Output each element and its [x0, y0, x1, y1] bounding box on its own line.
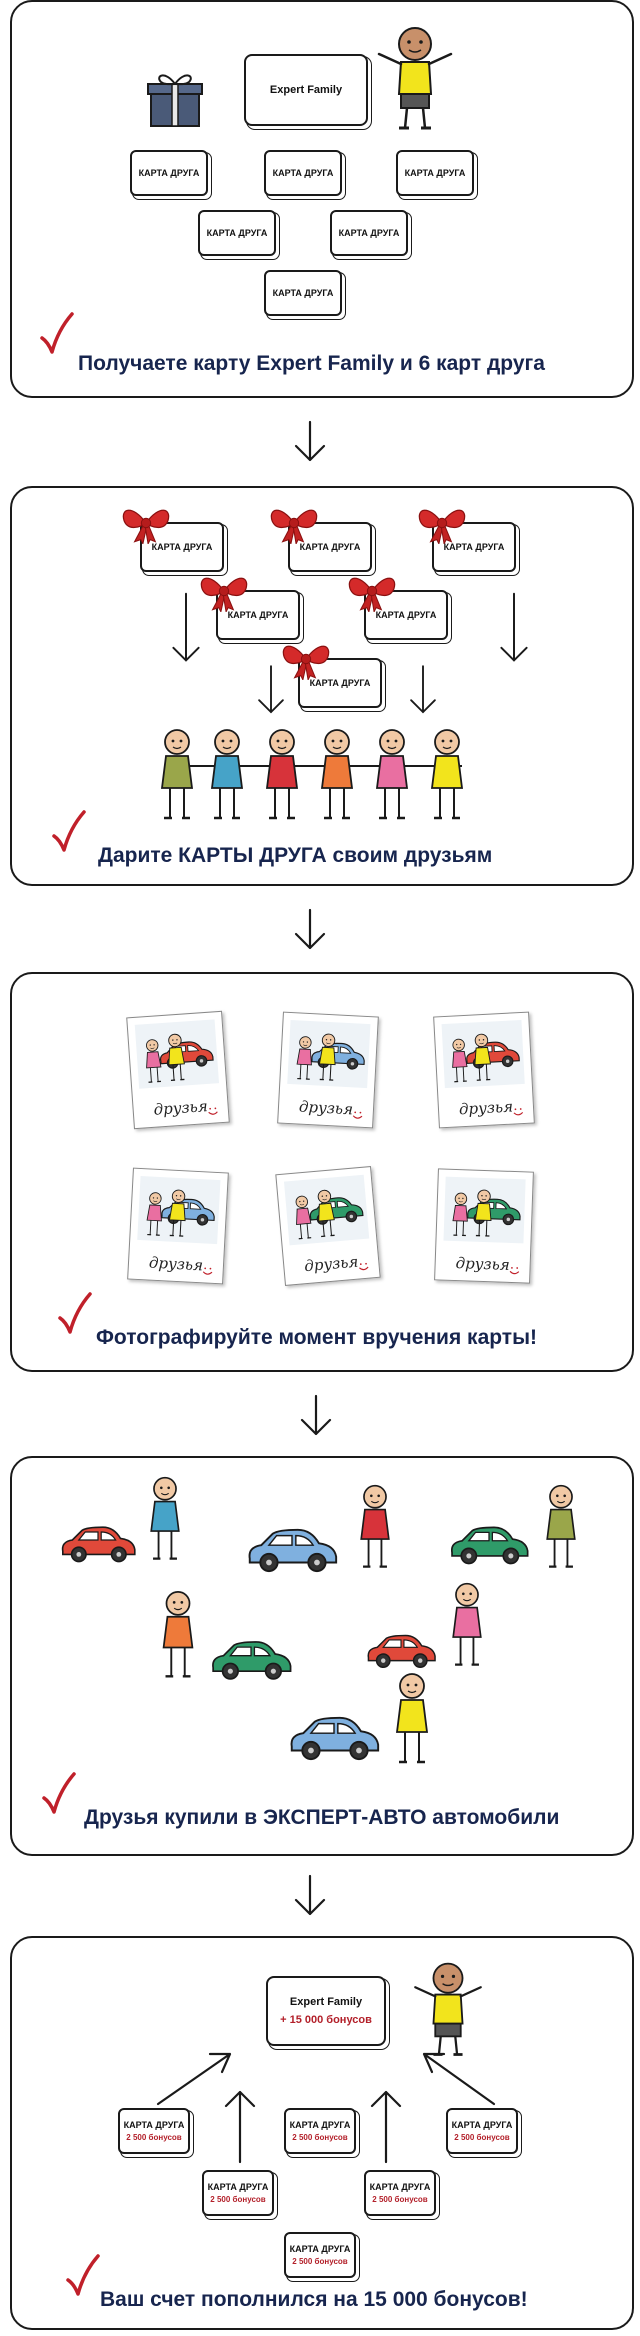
down-arrow-icon	[258, 665, 284, 714]
friend-bonus-card: КАРТА ДРУГА 2 500 бонусов	[202, 2170, 274, 2216]
friend-bonus-card: КАРТА ДРУГА 2 500 бонусов	[364, 2170, 436, 2216]
photo-picture	[283, 1174, 370, 1246]
friend-bonus-card: КАРТА ДРУГА 2 500 бонусов	[118, 2108, 190, 2154]
smile-icon	[509, 1267, 520, 1275]
kids-group-illustration	[160, 728, 464, 820]
check-icon	[58, 1292, 92, 1336]
expert-family-card: Expert Family	[244, 54, 368, 126]
friend-bonus-card: КАРТА ДРУГА 2 500 бонусов	[284, 2232, 356, 2278]
step-5-caption: Ваш счет пополнился на 15 000 бонусов!	[100, 2288, 528, 2311]
friend-card: КАРТА ДРУГА	[298, 658, 382, 708]
friend-card: КАРТА ДРУГА	[140, 522, 224, 572]
step-3-caption: Фотографируйте момент вручения карты!	[96, 1326, 538, 1349]
friend-card: КАРТА ДРУГА	[330, 210, 408, 256]
friend-bonus-label: 2 500 бонусов	[454, 2133, 510, 2142]
step-3-panel: друзья друзья друзья друзья друзья друзья Фот…	[10, 972, 634, 1372]
step-1-panel: Expert Family КАРТА ДРУГА КАРТА ДРУГА КА…	[10, 0, 634, 398]
smile-icon	[208, 1107, 218, 1115]
down-arrow-icon	[290, 420, 330, 464]
smile-icon	[359, 1262, 369, 1271]
friend-bonus-label: 2 500 бонусов	[372, 2195, 428, 2204]
down-arrow-icon	[172, 592, 200, 662]
photo-picture	[287, 1019, 371, 1089]
photo-card: друзья	[433, 1011, 535, 1129]
photo-picture	[134, 1019, 220, 1089]
step-1-caption: Получаете карту Expert Family и 6 карт д…	[78, 352, 545, 375]
bow-icon	[346, 570, 398, 612]
friend-card: КАРТА ДРУГА	[264, 270, 342, 316]
friend-bonus-label: 2 500 бонусов	[292, 2133, 348, 2142]
friend-bonus-label: 2 500 бонусов	[292, 2257, 348, 2266]
check-icon	[40, 312, 74, 356]
boy-icon	[372, 24, 458, 134]
step-4-panel: Друзья купили в ЭКСПЕРТ-АВТО автомобили	[10, 1456, 634, 1856]
friend-bonus-card: КАРТА ДРУГА 2 500 бонусов	[284, 2108, 356, 2154]
friend-card-label: КАРТА ДРУГА	[289, 2244, 351, 2254]
step-2-caption: Дарите КАРТЫ ДРУГА своим друзьям	[98, 844, 493, 867]
friend-card-label: КАРТА ДРУГА	[289, 2120, 351, 2130]
expert-family-label: Expert Family	[289, 1996, 363, 2008]
friend-card: КАРТА ДРУГА	[364, 590, 448, 640]
gift-icon	[145, 68, 205, 128]
down-arrow-icon	[500, 592, 528, 662]
bow-icon	[416, 502, 468, 544]
photo-picture	[443, 1176, 526, 1244]
down-arrow-icon	[410, 665, 436, 714]
friend-card: КАРТА ДРУГА	[264, 150, 342, 196]
step-5-panel: Expert Family + 15 000 бонусов КАРТА ДРУ…	[10, 1936, 634, 2330]
down-arrow-icon	[290, 1874, 330, 1918]
arrows-up-illustration	[156, 2052, 496, 2164]
friend-card-label: КАРТА ДРУГА	[123, 2120, 185, 2130]
photo-card: друзья	[126, 1010, 230, 1130]
down-arrow-icon	[296, 1394, 336, 1438]
step-4-caption: Друзья купили в ЭКСПЕРТ-АВТО автомобили	[84, 1806, 560, 1829]
expert-family-card: Expert Family + 15 000 бонусов	[266, 1976, 386, 2046]
bow-icon	[198, 570, 250, 612]
check-icon	[66, 2254, 100, 2298]
friend-bonus-label: 2 500 бонусов	[210, 2195, 266, 2204]
friend-card-label: КАРТА ДРУГА	[207, 2182, 269, 2192]
total-bonus-label: + 15 000 бонусов	[280, 2014, 372, 2026]
friend-bonus-label: 2 500 бонусов	[126, 2133, 182, 2142]
smile-icon	[513, 1108, 524, 1116]
photo-card: друзья	[434, 1168, 534, 1284]
photo-picture	[137, 1175, 221, 1245]
bow-icon	[268, 502, 320, 544]
photo-picture	[441, 1019, 525, 1089]
photo-card: друзья	[127, 1167, 229, 1285]
friend-card: КАРТА ДРУГА	[198, 210, 276, 256]
friend-card: КАРТА ДРУГА	[396, 150, 474, 196]
friend-card: КАРТА ДРУГА	[216, 590, 300, 640]
photo-card: друзья	[277, 1011, 379, 1129]
friend-card: КАРТА ДРУГА	[432, 522, 516, 572]
friend-card: КАРТА ДРУГА	[130, 150, 208, 196]
friend-bonus-card: КАРТА ДРУГА 2 500 бонусов	[446, 2108, 518, 2154]
friend-card-label: КАРТА ДРУГА	[451, 2120, 513, 2130]
photo-card: друзья	[275, 1166, 381, 1286]
cars-and-friends-illustration	[61, 1476, 576, 1764]
friend-card: КАРТА ДРУГА	[288, 522, 372, 572]
friend-card-label: КАРТА ДРУГА	[369, 2182, 431, 2192]
smile-icon	[352, 1111, 363, 1119]
check-icon	[52, 810, 86, 854]
check-icon	[42, 1772, 76, 1816]
step-2-panel: КАРТА ДРУГА КАРТА ДРУГА КАРТА ДРУГА КАРТ…	[10, 486, 634, 886]
down-arrow-icon	[290, 908, 330, 952]
smile-icon	[202, 1267, 213, 1275]
bow-icon	[120, 502, 172, 544]
